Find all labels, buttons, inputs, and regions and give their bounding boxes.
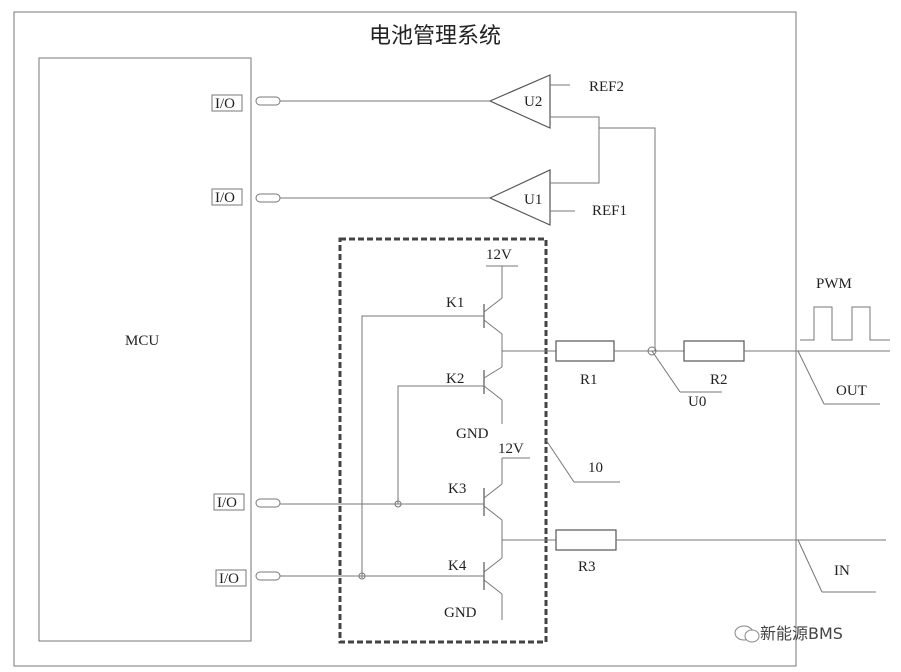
junction-k1-k4 [358, 572, 366, 580]
resistor-r1: R1 [555, 340, 615, 388]
svg-text:R3: R3 [578, 559, 596, 575]
io-pin-4: I/O [215, 569, 281, 587]
node-u0 [647, 346, 657, 356]
io-pin-2: I/O [211, 188, 281, 206]
ref2-label: REF2 [589, 79, 624, 95]
transistor-k3: K3 [448, 481, 503, 521]
ground-bottom: GND [444, 605, 477, 621]
comparator-u1: U1 [488, 169, 551, 226]
pwm-waveform [800, 306, 890, 341]
transistor-k2: K2 [446, 366, 503, 401]
pwm-label: PWM [816, 276, 852, 292]
ref1-label: REF1 [592, 203, 627, 219]
svg-text:I/O: I/O [215, 190, 235, 206]
out-label: OUT [836, 383, 867, 399]
comparator-u2: U2 [488, 74, 551, 129]
system-title: 电池管理系统 [369, 24, 501, 49]
io-pin-3: I/O [213, 493, 281, 511]
transistor-k1: K1 [446, 295, 503, 335]
in-label: IN [834, 563, 850, 579]
svg-text:K4: K4 [448, 558, 467, 574]
svg-text:新能源BMS: 新能源BMS [760, 624, 843, 643]
ground-top: GND [456, 426, 489, 442]
watermark: 新能源BMS [734, 624, 843, 643]
u0-label: U0 [688, 394, 706, 410]
system-boundary [13, 11, 797, 667]
svg-text:R1: R1 [580, 372, 598, 388]
mcu-label: MCU [125, 333, 159, 349]
svg-text:I/O: I/O [217, 495, 237, 511]
svg-text:I/O: I/O [219, 571, 239, 587]
resistor-r3: R3 [555, 529, 617, 575]
supply-12v-top: 12V [486, 247, 512, 263]
resistor-r2: R2 [683, 340, 745, 388]
svg-text:U1: U1 [524, 192, 542, 208]
svg-text:K1: K1 [446, 295, 464, 311]
supply-12v-bottom: 12V [498, 441, 524, 457]
svg-text:R2: R2 [710, 372, 728, 388]
mcu-block [38, 57, 252, 642]
svg-text:K2: K2 [446, 371, 464, 387]
junction-k2-k3 [394, 500, 402, 508]
svg-text:K3: K3 [448, 481, 466, 497]
svg-text:I/O: I/O [215, 96, 235, 112]
block-label-10: 10 [588, 460, 603, 476]
io-pin-1: I/O [211, 94, 281, 112]
svg-text:U2: U2 [524, 94, 542, 110]
